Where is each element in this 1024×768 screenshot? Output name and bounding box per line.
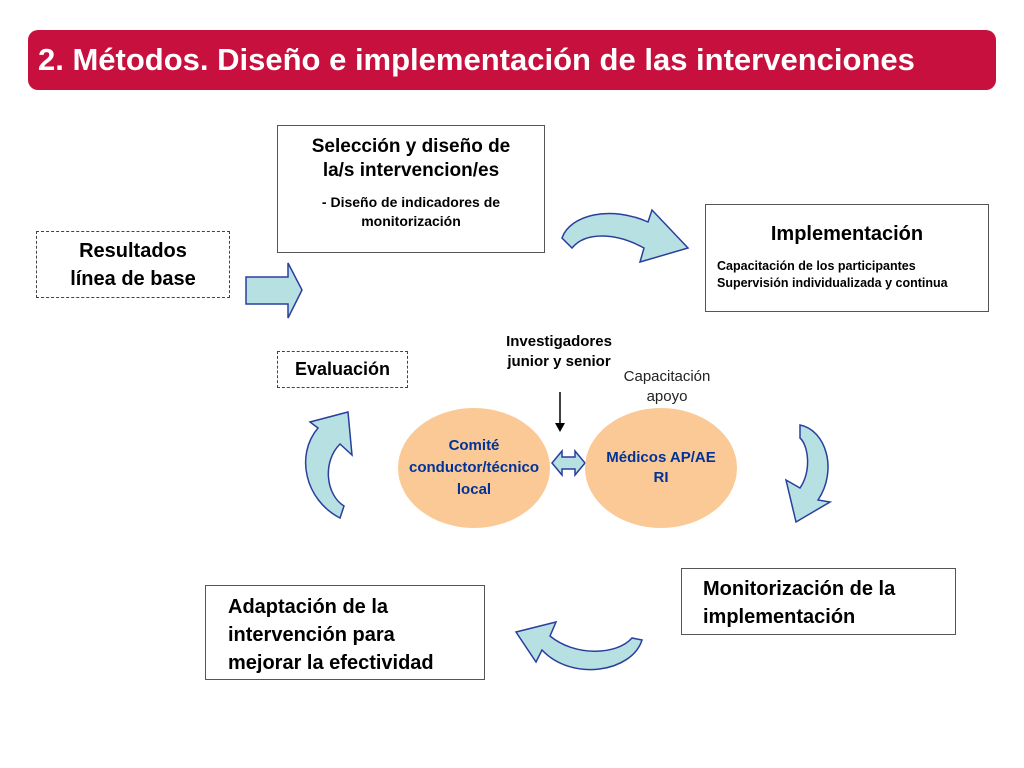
medicos-ellipse: Médicos AP/AE RI <box>585 408 737 528</box>
implementacion-line2: Supervisión individualizada y continua <box>717 276 948 290</box>
seleccion-heading-line2: la/s intervencion/es <box>322 160 500 181</box>
adaptacion-line2: intervención para <box>228 624 395 646</box>
capacitacion-label: Capacitación apoyo <box>612 367 722 407</box>
implementacion-heading: Implementación <box>770 223 924 245</box>
adaptacion-line3: mejorar la efectividad <box>228 652 434 674</box>
investigadores-label: Investigadores junior y senior <box>484 332 634 372</box>
comite-line3: local <box>456 481 492 498</box>
seleccion-sub-line1: - Diseño de indicadores de <box>321 194 501 210</box>
capacitacion-line2: apoyo <box>646 388 688 405</box>
comite-line2: conductor/técnico <box>408 459 539 476</box>
investigadores-line1: Investigadores <box>506 333 612 350</box>
comite-line1: Comité <box>448 437 500 454</box>
resultados-line2: línea de base <box>70 268 196 290</box>
slide-title: 2. Métodos. Diseño e implementación de l… <box>28 30 996 90</box>
curved-arrow-bottom-icon <box>514 620 643 671</box>
monitorizacion-box: Monitorización de la implementación <box>681 568 956 635</box>
curved-arrow-top-icon <box>561 208 690 264</box>
adaptacion-box: Adaptación de la intervención para mejor… <box>205 585 485 680</box>
resultados-line1: Resultados <box>79 240 187 262</box>
down-arrow-icon <box>555 423 565 432</box>
seleccion-heading-line1: Selección y diseño de <box>311 136 511 157</box>
comite-ellipse: Comité conductor/técnico local <box>398 408 550 528</box>
implementacion-line1: Capacitación de los participantes <box>717 259 916 273</box>
medicos-line1: Médicos AP/AE <box>606 449 716 466</box>
resultados-box: Resultados línea de base <box>36 231 230 298</box>
monitorizacion-line1: Monitorización de la <box>703 578 896 600</box>
evaluacion-label: Evaluación <box>294 359 391 379</box>
implementacion-box: Implementación Capacitación de los parti… <box>705 204 989 312</box>
medicos-line2: RI <box>653 469 669 486</box>
right-arrow-icon <box>245 262 303 319</box>
curved-arrow-right-icon <box>784 424 833 524</box>
monitorizacion-line2: implementación <box>703 606 856 628</box>
adaptacion-line1: Adaptación de la <box>228 596 389 618</box>
curved-arrow-left-icon <box>304 411 353 520</box>
investigadores-line2: junior y senior <box>507 353 611 370</box>
capacitacion-line1: Capacitación <box>623 368 711 385</box>
evaluacion-box: Evaluación <box>277 351 408 388</box>
seleccion-sub-line2: monitorización <box>361 213 461 229</box>
double-arrow-icon <box>551 448 586 478</box>
seleccion-box: Selección y diseño de la/s intervencion/… <box>277 125 545 253</box>
